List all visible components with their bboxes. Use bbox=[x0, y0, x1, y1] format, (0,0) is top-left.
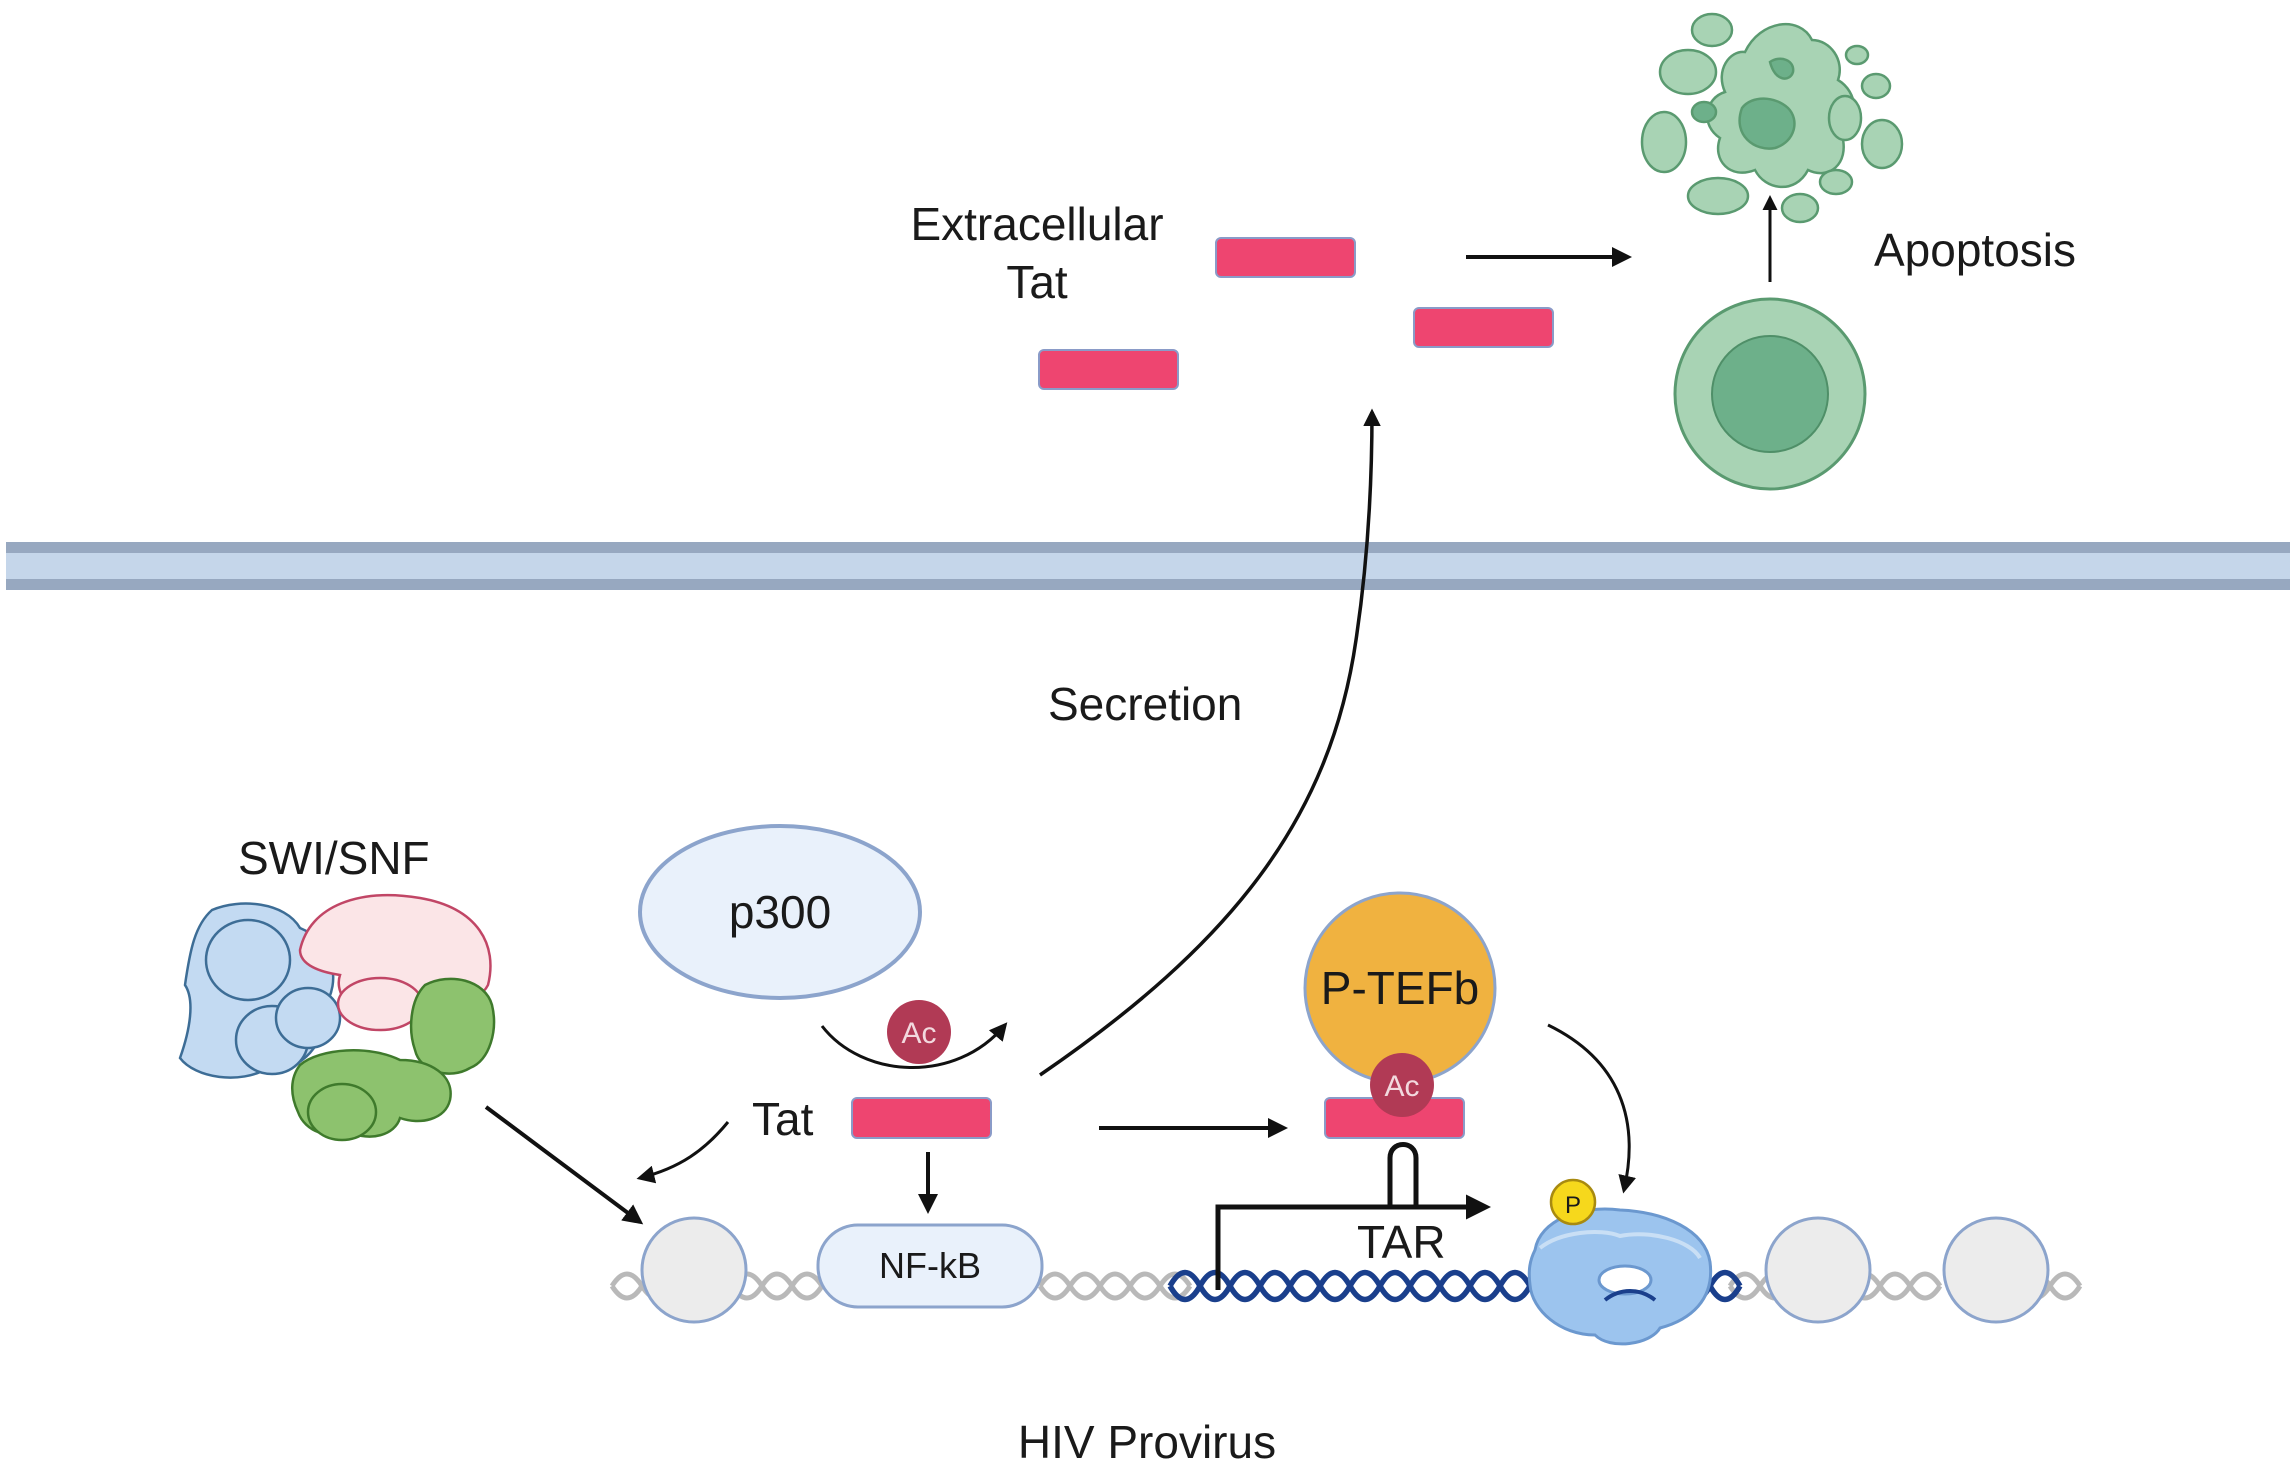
nucleosome-1 bbox=[640, 1216, 748, 1324]
nucleosome-2 bbox=[1764, 1216, 1872, 1324]
tar-stem-loop bbox=[1387, 1142, 1419, 1207]
tar-label: TAR bbox=[1357, 1216, 1446, 1268]
extracellular-tat-label: Extracellular Tat bbox=[910, 198, 1163, 308]
secretion-label: Secretion bbox=[1048, 678, 1242, 730]
ptefb-complex: P-TEFb bbox=[1303, 891, 1497, 1085]
tat-to-nucleosome-arrow bbox=[636, 1121, 730, 1184]
transcription-start-arrow bbox=[1215, 1194, 1491, 1290]
p300-protein: p300 bbox=[638, 824, 922, 1000]
svg-text:Ac: Ac bbox=[901, 1017, 936, 1050]
intracellular-tat-protein bbox=[851, 1097, 992, 1139]
hiv-provirus-label: HIV Provirus bbox=[1018, 1416, 1276, 1464]
svg-text:Tat: Tat bbox=[1006, 256, 1068, 308]
apoptotic-cell-fragments bbox=[1640, 12, 1904, 224]
healthy-t-cell bbox=[1673, 297, 1867, 491]
acetylation-arrow bbox=[820, 1022, 1008, 1069]
extracellular-tat-protein-3 bbox=[1413, 307, 1554, 348]
secretion-arrow bbox=[1039, 408, 1381, 1077]
tat-label: Tat bbox=[752, 1093, 814, 1145]
svg-text:P-TEFb: P-TEFb bbox=[1321, 962, 1479, 1014]
svg-text:Ac: Ac bbox=[1384, 1070, 1419, 1103]
nfkb-protein: NF-kB bbox=[816, 1223, 1044, 1309]
extracellular-tat-protein-1 bbox=[1215, 237, 1356, 278]
swi-snf-arrow bbox=[484, 1105, 644, 1225]
cell-membrane bbox=[6, 542, 2290, 590]
ptefb-to-polymerase-arrow bbox=[1547, 1023, 1636, 1194]
acetyl-group-tat: Ac bbox=[1370, 1053, 1434, 1117]
swi-snf-complex bbox=[178, 894, 496, 1142]
rna-polymerase-ii bbox=[1527, 1207, 1713, 1346]
svg-text:P: P bbox=[1565, 1192, 1581, 1219]
svg-text:Extracellular: Extracellular bbox=[910, 198, 1163, 250]
swi-snf-label: SWI/SNF bbox=[238, 832, 430, 884]
apoptosis-label: Apoptosis bbox=[1874, 224, 2076, 276]
extracellular-tat-protein-2 bbox=[1038, 349, 1179, 390]
svg-text:NF-kB: NF-kB bbox=[879, 1245, 981, 1286]
phosphate-group: P bbox=[1549, 1178, 1597, 1226]
svg-text:p300: p300 bbox=[729, 886, 831, 938]
nucleosome-3 bbox=[1942, 1216, 2050, 1324]
acetyl-group-p300: Ac bbox=[887, 1000, 951, 1064]
